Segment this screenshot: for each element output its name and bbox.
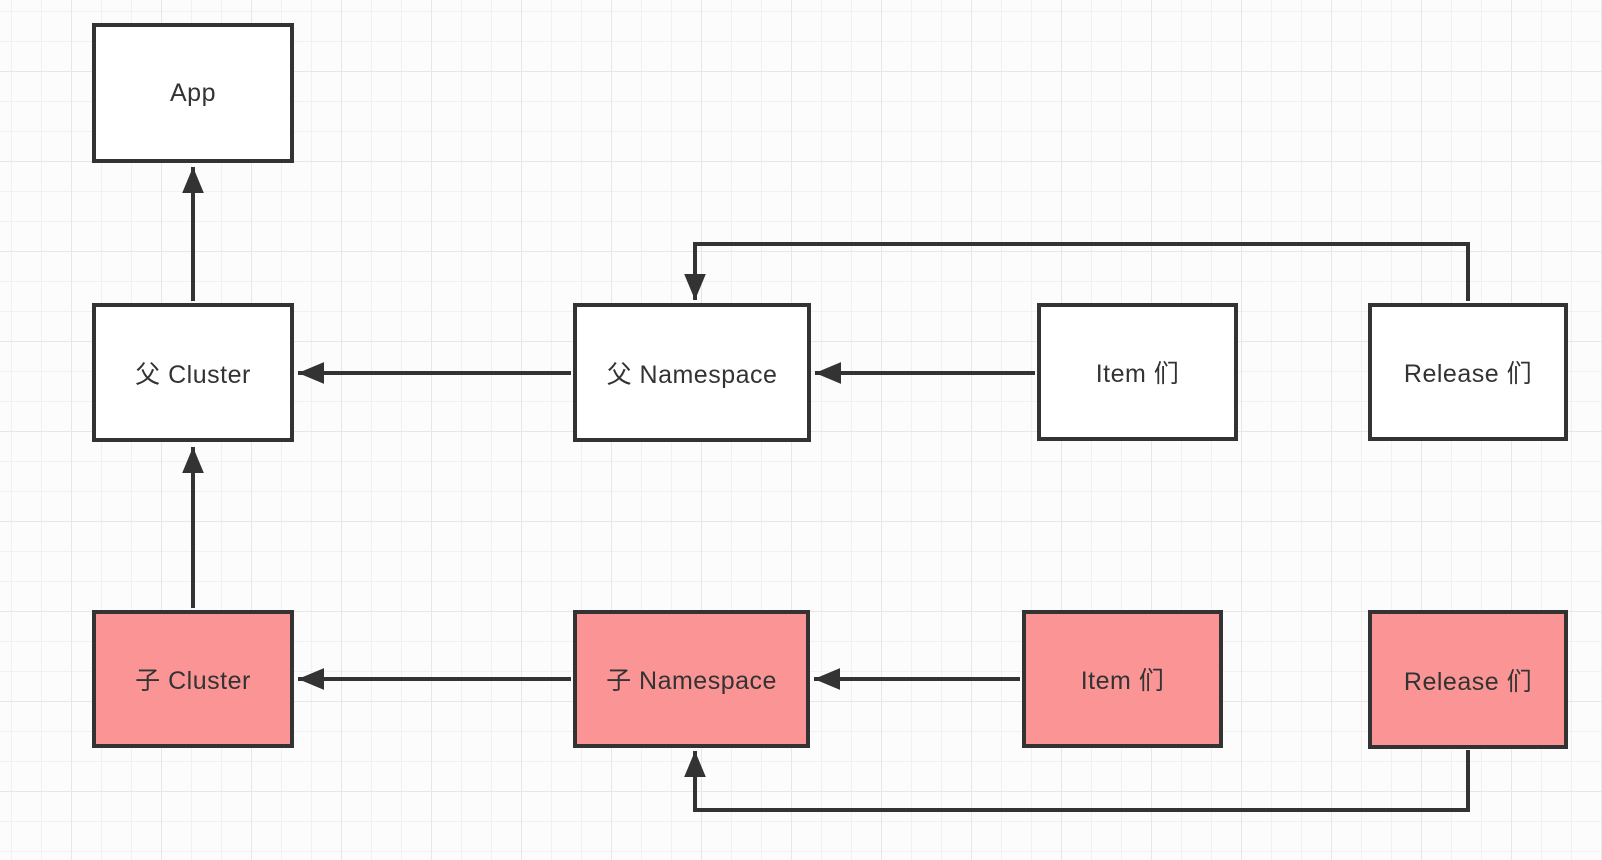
node-parent-releases[interactable]: Release 们 — [1368, 303, 1568, 441]
node-parent-cluster[interactable]: 父 Cluster — [92, 303, 294, 442]
node-label: App — [170, 78, 216, 107]
edge-child-releases-to-child-namespace[interactable] — [684, 750, 1470, 812]
node-label: Item 们 — [1095, 360, 1180, 388]
node-parent-items[interactable]: Item 们 — [1037, 303, 1238, 441]
node-label: 父 Cluster — [135, 360, 251, 389]
node-child-cluster[interactable]: 子 Cluster — [92, 610, 294, 748]
node-label: Release 们 — [1403, 360, 1533, 388]
node-label: Item 们 — [1080, 667, 1165, 695]
node-app[interactable]: App — [92, 23, 294, 163]
node-parent-namespace[interactable]: 父 Namespace — [573, 303, 811, 442]
node-child-releases[interactable]: Release 们 — [1368, 610, 1568, 749]
node-label: Release 们 — [1403, 667, 1533, 696]
node-label: 父 Namespace — [606, 360, 778, 389]
node-label: 子 Namespace — [606, 667, 777, 695]
node-child-namespace[interactable]: 子 Namespace — [573, 610, 810, 748]
node-label: 子 Cluster — [135, 667, 251, 695]
edge-parent-releases-to-parent-namespace[interactable] — [684, 242, 1470, 301]
node-child-items[interactable]: Item 们 — [1022, 610, 1223, 748]
